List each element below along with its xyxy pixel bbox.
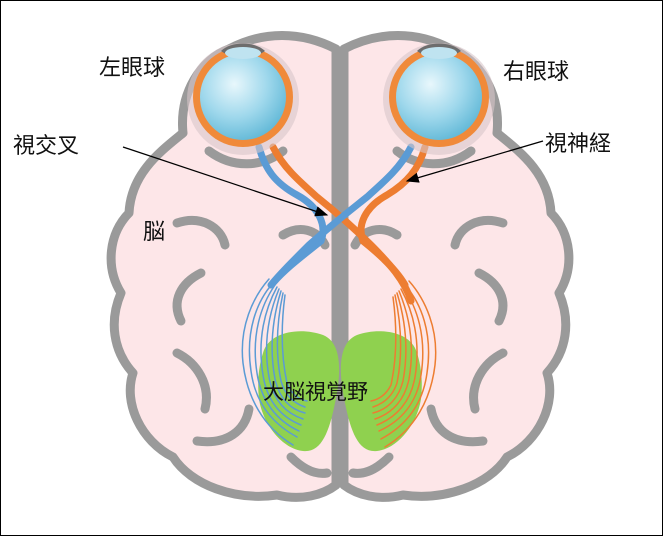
optic-nerve-arrow bbox=[405, 140, 544, 183]
radiation-fiber bbox=[254, 284, 300, 432]
radiation-fiber bbox=[380, 284, 430, 440]
right-eyeball bbox=[383, 43, 495, 155]
fold bbox=[172, 215, 230, 250]
fold bbox=[474, 268, 508, 326]
left-eye-inner bbox=[200, 54, 286, 140]
left-eyeball-label: 左眼球 bbox=[99, 56, 165, 81]
radiation-fiber bbox=[241, 278, 294, 446]
fold bbox=[172, 268, 206, 326]
fold bbox=[426, 404, 488, 447]
radiation-fiber bbox=[271, 290, 306, 414]
brain-label: 脳 bbox=[143, 220, 165, 245]
right-optic-nerve-nasal bbox=[267, 143, 415, 289]
radiation-fiber bbox=[265, 288, 304, 420]
right-eye-inner bbox=[396, 54, 482, 140]
radiation-fiber bbox=[370, 296, 397, 402]
radiation-fiber bbox=[281, 294, 308, 402]
brain-folds bbox=[172, 146, 508, 478]
right-optic-radiation bbox=[370, 280, 437, 448]
left-optic-radiation bbox=[241, 278, 308, 446]
fold bbox=[286, 452, 332, 478]
optic-nerve-label: 視神経 bbox=[545, 132, 611, 157]
fold bbox=[469, 348, 508, 414]
visual-cortex-right bbox=[340, 331, 422, 452]
left-eyeball bbox=[187, 43, 299, 155]
fold bbox=[350, 225, 402, 250]
visual-cortex-label: 大脳視覚野 bbox=[263, 380, 368, 404]
right-eye-cornea bbox=[421, 47, 457, 59]
left-eye-cornea bbox=[225, 47, 261, 59]
brain bbox=[106, 31, 574, 502]
radiation-fiber bbox=[248, 282, 298, 438]
fold bbox=[348, 452, 394, 478]
radiation-fiber bbox=[372, 292, 407, 414]
radiation-fiber bbox=[376, 288, 418, 426]
radiation-fiber bbox=[378, 286, 424, 432]
chiasm-arrow bbox=[122, 146, 329, 217]
radiation-fiber bbox=[260, 286, 302, 426]
optic-pathways bbox=[241, 143, 437, 448]
right-eyeball-label: 右眼球 bbox=[503, 60, 569, 85]
optic-chiasm-label: 視交叉 bbox=[13, 134, 79, 159]
radiation-fiber bbox=[372, 294, 402, 408]
radiation-fiber bbox=[384, 280, 437, 448]
fold bbox=[192, 404, 254, 447]
radiation-fiber bbox=[374, 290, 413, 420]
radiation-fiber bbox=[276, 292, 306, 408]
fold bbox=[450, 215, 508, 250]
fold bbox=[172, 348, 211, 414]
